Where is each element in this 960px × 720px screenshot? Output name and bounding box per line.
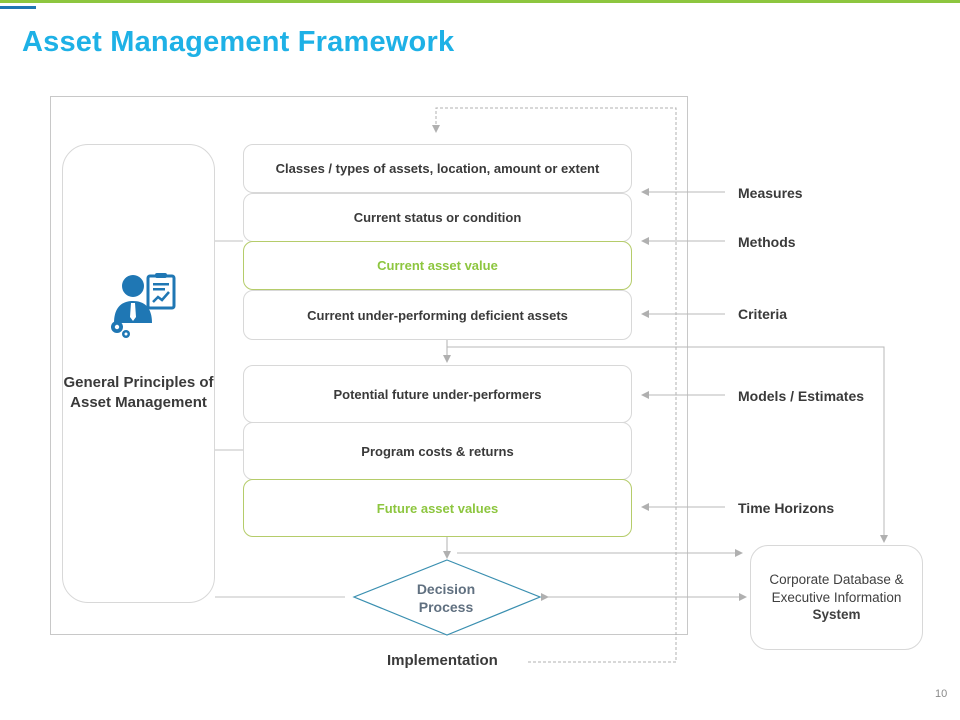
step-current-underperforming: Current under-performing deficient asset… <box>243 290 632 340</box>
input-time-horizons: Time Horizons <box>738 500 835 516</box>
businessman-with-report-icon <box>111 273 176 338</box>
decision-process-label: Decision Process <box>386 580 506 616</box>
principles-label: General Principles of Asset Management <box>63 374 214 411</box>
branch-to-corporate <box>447 346 888 543</box>
top-accent-bar <box>0 0 960 3</box>
step-program-costs: Program costs & returns <box>243 422 632 480</box>
corporate-line-2: Executive Information <box>771 589 902 605</box>
corporate-line-3: System <box>812 607 861 623</box>
step-future-underperformers: Potential future under-performers <box>243 365 632 423</box>
principles-box: General Principles of Asset Management <box>62 144 215 603</box>
feedback-dashed-line <box>432 107 677 663</box>
framework-frame <box>50 96 688 635</box>
page-title: Asset Management Framework <box>22 26 455 58</box>
decision-diamond <box>352 559 542 636</box>
input-methods: Methods <box>738 234 796 250</box>
step-current-status: Current status or condition <box>243 193 632 242</box>
step-current-asset-value: Current asset value <box>243 241 632 290</box>
decision-line-1: Decision <box>416 581 476 597</box>
step-future-asset-values: Future asset values <box>243 479 632 537</box>
implementation-label: Implementation <box>387 652 498 669</box>
top-left-accent <box>0 6 36 9</box>
input-measures: Measures <box>738 185 803 201</box>
page-number: 10 <box>935 688 948 700</box>
input-models-estimates: Models / Estimates <box>738 388 865 404</box>
input-criteria: Criteria <box>738 306 788 322</box>
corporate-database-box: Corporate Database & Executive Informati… <box>750 545 923 650</box>
corporate-line-1: Corporate Database & <box>769 572 904 588</box>
step-asset-classes: Classes / types of assets, location, amo… <box>243 144 632 193</box>
decision-line-2: Process <box>418 599 474 615</box>
